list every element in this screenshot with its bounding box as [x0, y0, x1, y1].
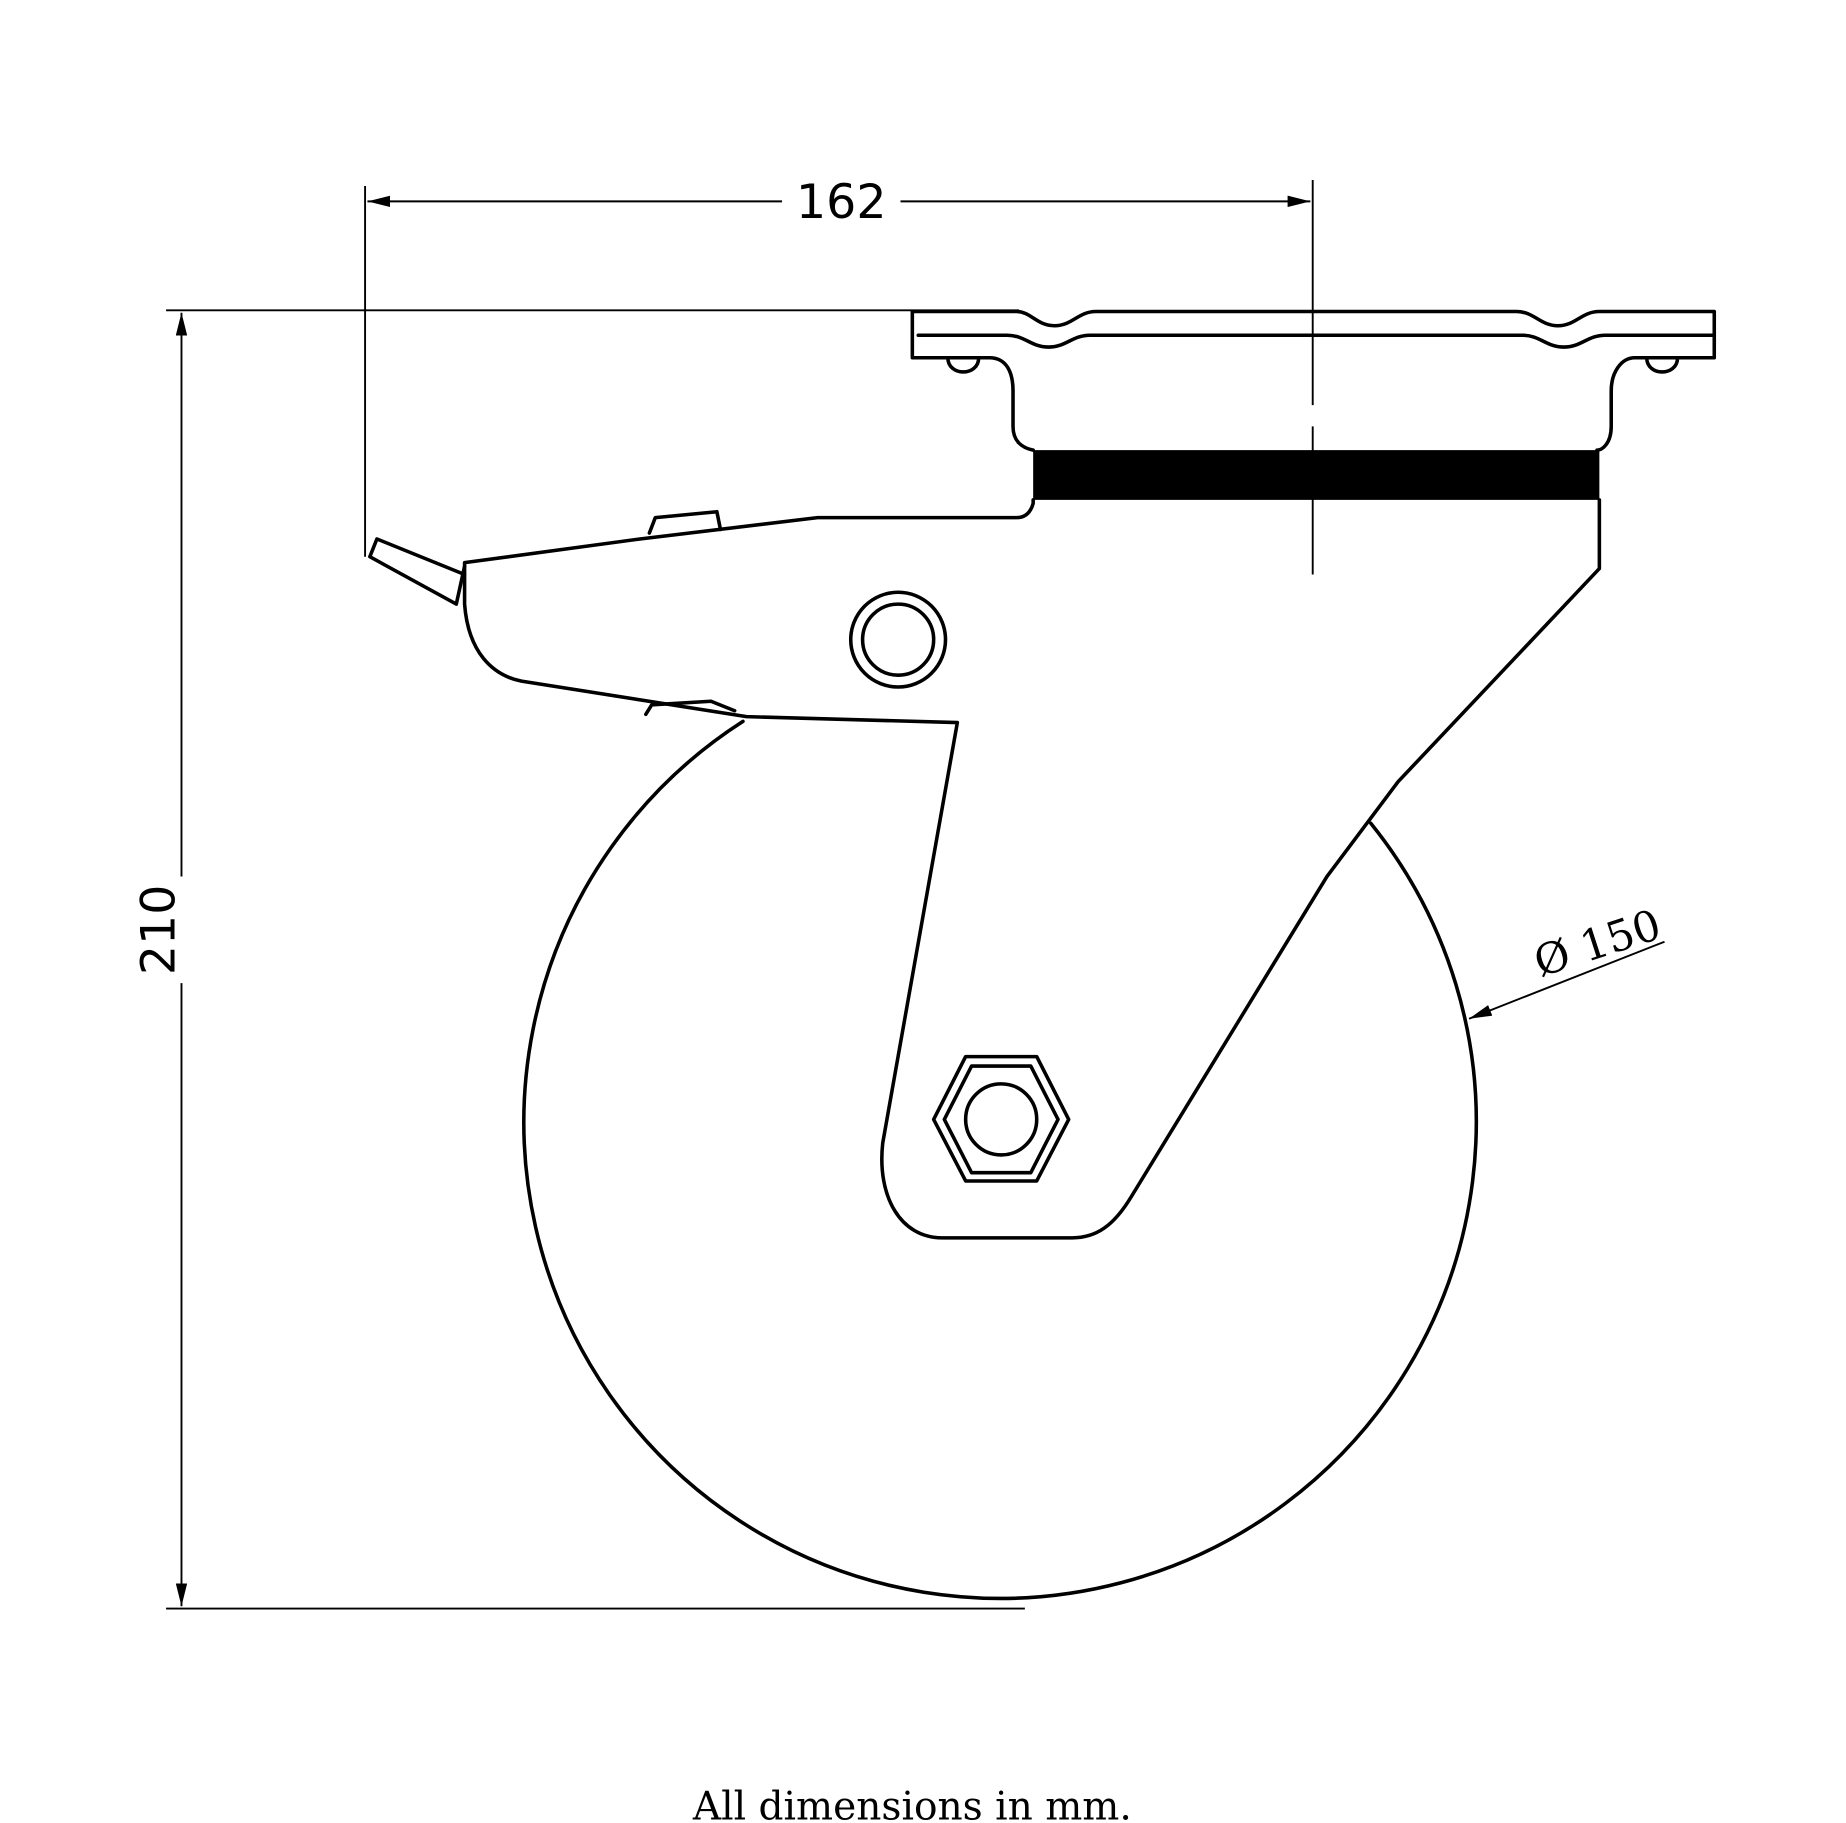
width-dimension-label: 162 — [796, 175, 886, 230]
brake-pivot — [848, 590, 948, 689]
swivel-bearing-band — [1033, 450, 1600, 500]
wheel — [522, 719, 1479, 1601]
brake-pedal — [368, 509, 737, 717]
width-dimension: 162 — [364, 175, 1314, 575]
diameter-dimension: Ø 150 — [1468, 900, 1667, 1020]
units-note: All dimensions in mm. — [692, 1784, 1132, 1823]
diameter-dimension-label: Ø 150 — [1528, 900, 1667, 988]
height-dimension: 210 — [131, 309, 1025, 1610]
fork — [462, 498, 1602, 1240]
axle-nut — [931, 1054, 1071, 1183]
height-dimension-label: 210 — [131, 885, 186, 975]
top-plate — [910, 309, 1717, 500]
